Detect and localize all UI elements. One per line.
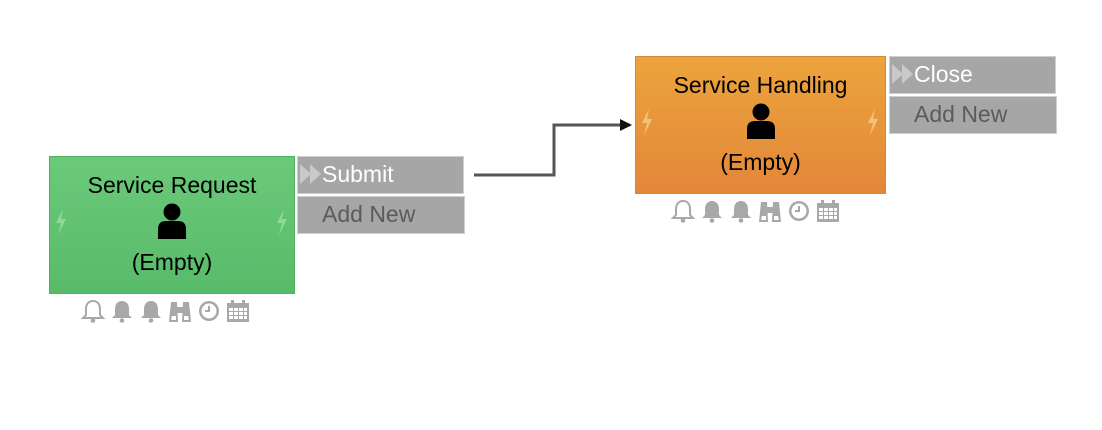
bell-icon[interactable] [699,198,725,224]
node-toolbar [80,297,251,325]
person-icon [746,103,775,139]
add-new-label: Add New [322,201,416,227]
lightning-icon [642,109,652,135]
close-label: Close [914,61,973,87]
node-title: Service Handling [673,72,848,98]
node-toolbar [670,197,841,225]
fast-forward-icon [892,63,913,84]
add-new-button[interactable]: Add New [297,196,465,234]
calendar-icon[interactable] [225,298,251,324]
clock-icon[interactable] [786,198,812,224]
clock-icon[interactable] [196,298,222,324]
bell-outline-icon[interactable] [80,298,106,324]
add-new-button[interactable]: Add New [889,96,1057,134]
service-request-node[interactable]: Service Request (Empty) [49,156,295,294]
person-icon [158,203,186,239]
bell-icon[interactable] [109,298,135,324]
lightning-icon [277,209,287,235]
bell-icon[interactable] [728,198,754,224]
lightning-icon [868,109,878,135]
service-handling-node[interactable]: Service Handling (Empty) [635,56,886,194]
bell-icon[interactable] [138,298,164,324]
calendar-icon[interactable] [815,198,841,224]
submit-button[interactable]: Submit [297,156,464,194]
node-value: (Empty) [720,149,801,175]
node-title: Service Request [87,172,257,198]
bell-outline-icon[interactable] [670,198,696,224]
binoculars-icon[interactable] [757,198,783,224]
lightning-icon [56,209,66,235]
node-value: (Empty) [131,249,213,275]
binoculars-icon[interactable] [167,298,193,324]
fast-forward-icon [300,163,321,184]
close-button[interactable]: Close [889,56,1056,94]
add-new-label: Add New [914,101,1008,127]
submit-label: Submit [322,161,394,187]
